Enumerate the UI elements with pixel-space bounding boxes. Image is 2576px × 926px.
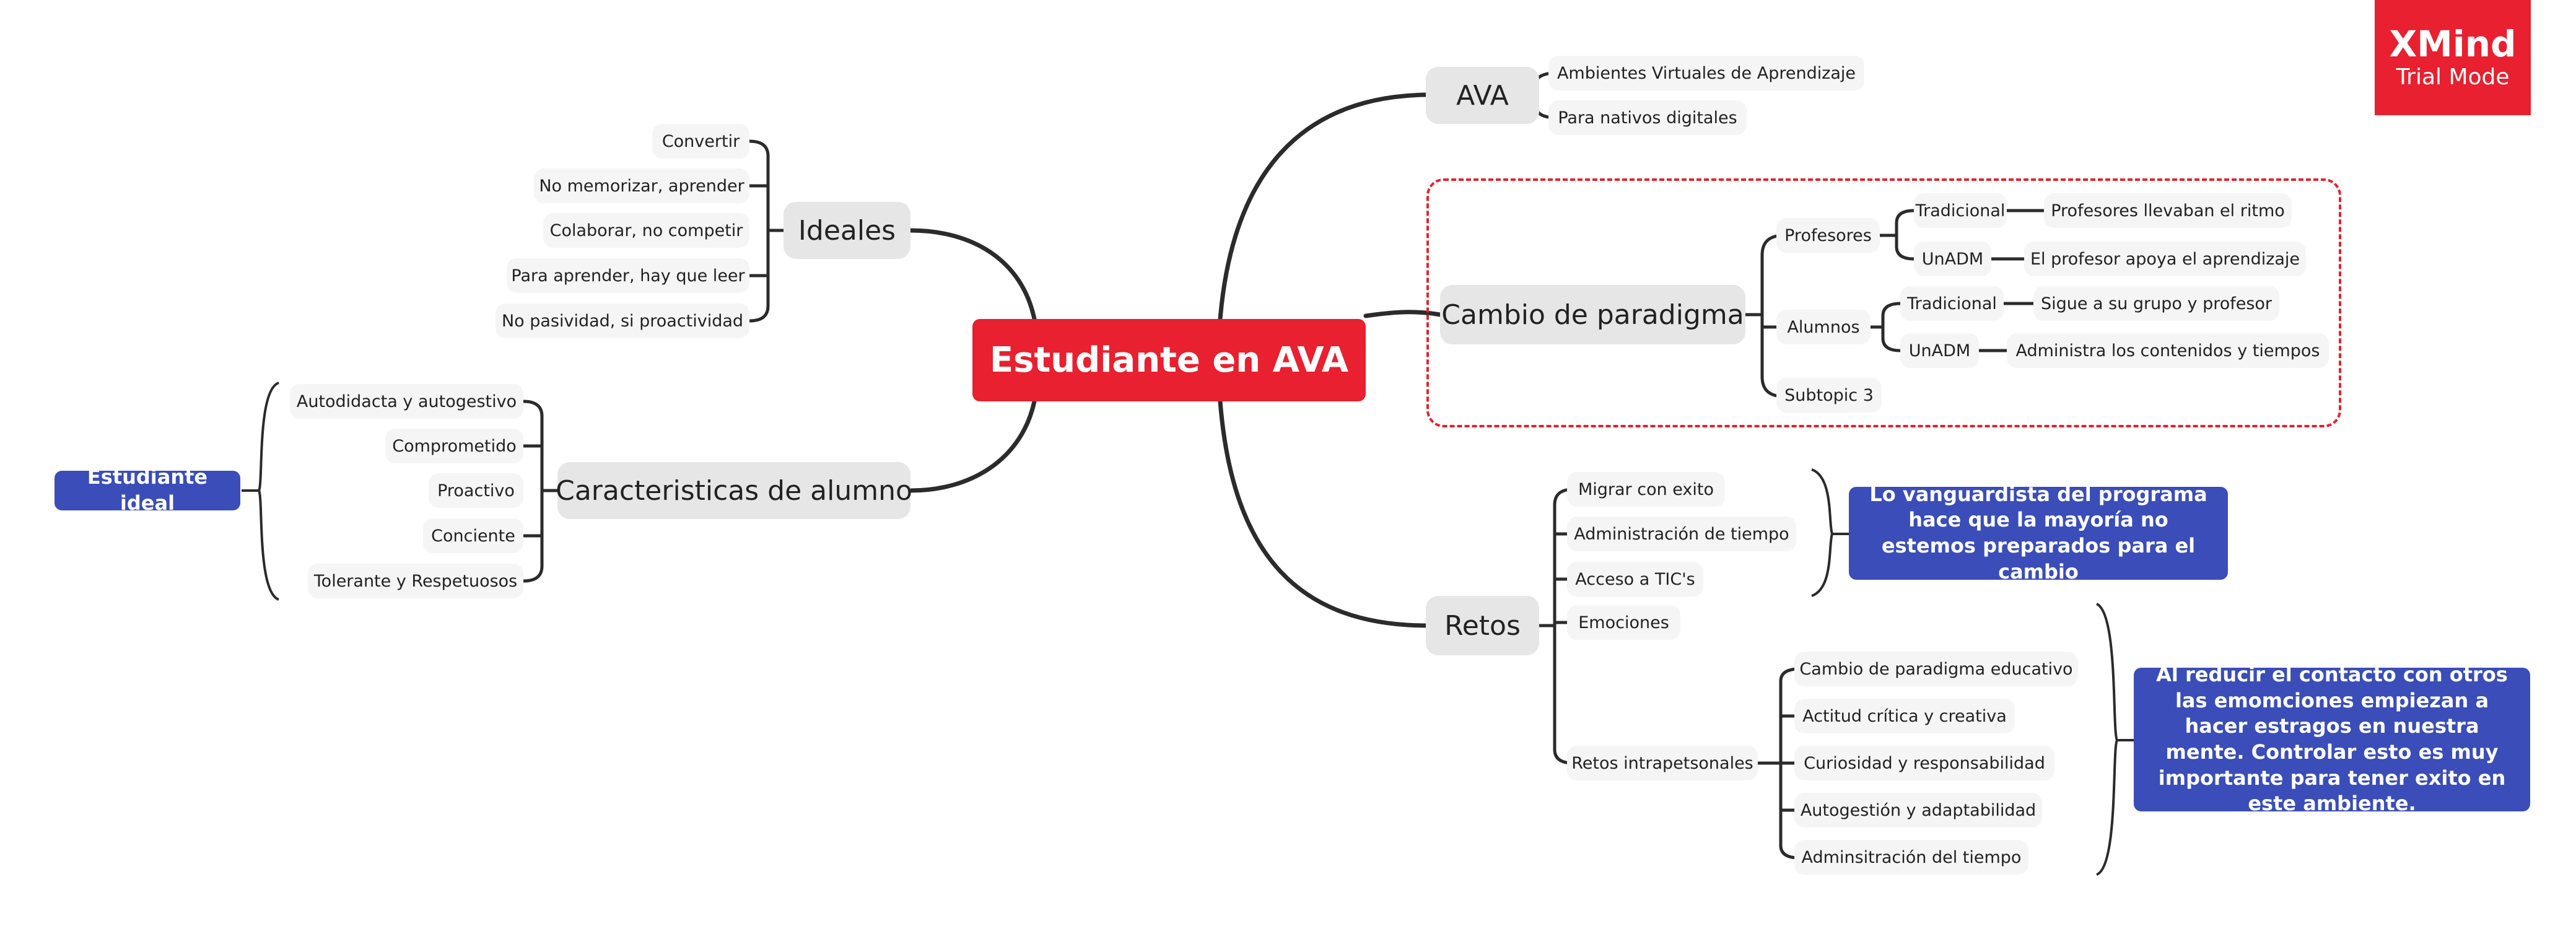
ideales-item-convertir[interactable]: Convertir [652,124,749,159]
profesores-tradicional[interactable]: Tradicional [1914,193,2007,228]
alumnos-unadm[interactable]: UnADM [1900,333,1979,368]
caracteristicas-item-tolerante[interactable]: Tolerante y Respetuosos [308,564,523,598]
ava-item-nativos[interactable]: Para nativos digitales [1548,100,1747,135]
profesores-unadm-detail[interactable]: El profesor apoya el aprendizaje [2024,242,2306,276]
topic-cambio-paradigma[interactable]: Cambio de paradigma [1440,285,1745,344]
caracteristicas-summary-estudiante-ideal[interactable]: Estudiante ideal [55,465,240,515]
intrapersonal-item-actitud[interactable]: Actitud crítica y creativa [1794,699,2015,733]
topic-retos[interactable]: Retos [1426,596,1539,655]
intrapersonal-item-tiempo[interactable]: Adminsitración del tiempo [1794,840,2028,875]
topic-caracteristicas[interactable]: Caracteristicas de alumno [556,462,912,519]
connector-central-caracteristicas [908,399,1037,493]
paradigma-boundary [1426,178,2341,427]
connector-central-ava [1218,92,1430,321]
intrapersonal-item-curiosidad[interactable]: Curiosidad y responsabilidad [1794,746,2054,780]
intrapersonal-item-paradigma[interactable]: Cambio de paradigma educativo [1794,652,2078,686]
central-topic[interactable]: Estudiante en AVA [972,319,1366,401]
watermark-mode: Trial Mode [2396,64,2510,90]
ava-item-ambientes[interactable]: Ambientes Virtuales de Aprendizaje [1548,56,1864,90]
ideales-item-proactividad[interactable]: No pasividad, si proactividad [496,304,749,338]
caracteristicas-item-comprometido[interactable]: Comprometido [385,429,523,463]
alumnos-tradicional[interactable]: Tradicional [1900,286,2004,321]
intrapersonal-item-autogestion[interactable]: Autogestión y adaptabilidad [1794,793,2042,828]
connector-central-paradigma [1363,310,1443,318]
connector-central-retos [1218,399,1430,628]
retos-item-intrapersonales[interactable]: Retos intrapetsonales [1567,746,1758,780]
retos-item-emociones[interactable]: Emociones [1567,605,1680,640]
retos-summary-vanguardista[interactable]: Lo vanguardista del programa hace que la… [1849,483,2228,583]
watermark-brand: XMind [2389,22,2517,65]
caracteristicas-item-autodidacta[interactable]: Autodidacta y autogestivo [290,384,523,419]
retos-summary-emociones[interactable]: Al reducir el contacto con otros las emo… [2134,663,2530,815]
topic-ideales[interactable]: Ideales [784,202,910,259]
profesores-tradicional-detail[interactable]: Profesores llevaban el ritmo [2044,193,2292,228]
paradigma-subtopic-3[interactable]: Subtopic 3 [1776,378,1882,413]
xmind-trial-watermark: XMind Trial Mode [2375,0,2531,115]
retos-item-administracion[interactable]: Administración de tiempo [1567,517,1796,551]
profesores-unadm[interactable]: UnADM [1914,242,1991,276]
ideales-item-leer[interactable]: Para aprender, hay que leer [507,258,749,293]
caracteristicas-item-proactivo[interactable]: Proactivo [429,473,523,508]
retos-item-tics[interactable]: Acceso a TIC's [1567,562,1703,596]
alumnos-tradicional-detail[interactable]: Sigue a su grupo y profesor [2033,286,2279,321]
connector-central-ideales [908,228,1037,321]
ideales-item-memorizar[interactable]: No memorizar, aprender [534,168,749,203]
retos-item-migrar[interactable]: Migrar con exito [1567,472,1725,507]
paradigma-alumnos[interactable]: Alumnos [1776,310,1871,344]
caracteristicas-item-conciente[interactable]: Conciente [423,518,523,553]
topic-ava[interactable]: AVA [1426,67,1539,124]
alumnos-unadm-detail[interactable]: Administra los contenidos y tiempos [2007,333,2329,368]
paradigma-profesores[interactable]: Profesores [1776,218,1880,253]
ideales-item-colaborar[interactable]: Colaborar, no competir [543,213,749,248]
